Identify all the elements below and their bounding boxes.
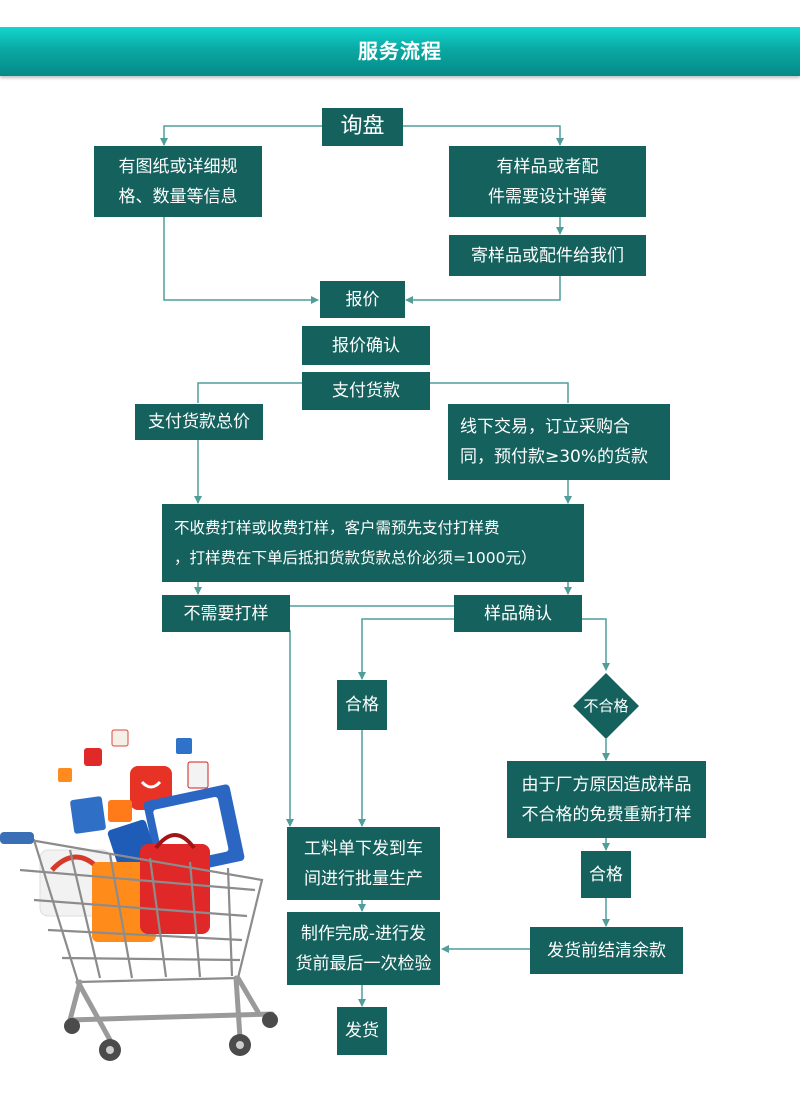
- line-pay-right: [430, 382, 569, 403]
- balance-label: 发货前结清余款: [547, 940, 666, 961]
- inspection-box: 制作完成-进行发 货前最后一次检验: [287, 912, 440, 985]
- line-drawing-quote: [163, 217, 319, 304]
- ship-label: 发货: [345, 1021, 379, 1041]
- sample-design-line-2: 件需要设计弹簧: [488, 186, 607, 207]
- quote-confirm-box: 报价确认: [302, 326, 430, 365]
- qualified-label: 合格: [345, 695, 379, 715]
- sample-confirm-label: 样品确认: [484, 603, 552, 624]
- line-confirm-qualified: [358, 618, 454, 680]
- unqualified-label: 不合格: [583, 697, 629, 715]
- drawing-info-line-2: 格、数量等信息: [118, 186, 238, 207]
- sample-fee-box: 不收费打样或收费打样，客户需预先支付打样费 ，打样费在下单后抵扣货款货款总价必须…: [162, 504, 584, 582]
- drawing-info-line-1: 有图纸或详细规: [118, 156, 238, 177]
- sample-design-box: 有样品或者配 件需要设计弹簧: [449, 146, 646, 217]
- production-line-1: 工料单下发到车: [304, 838, 423, 859]
- factory-reason-line-1: 由于厂方原因造成样品: [521, 774, 692, 795]
- quote-box: 报价: [320, 281, 405, 318]
- sample-fee-line-1: 不收费打样或收费打样，客户需预先支付打样费: [174, 519, 500, 537]
- factory-reason-box: 由于厂方原因造成样品 不合格的免费重新打样: [507, 761, 706, 838]
- offline-trade-line-2: 同，预付款≥30%的货款: [460, 447, 649, 467]
- send-samples-box: 寄样品或配件给我们: [449, 235, 646, 276]
- factory-reason-line-2: 不合格的免费重新打样: [521, 804, 692, 825]
- header-banner: 服务流程: [0, 27, 800, 76]
- pay-goods-label: 支付货款: [332, 381, 400, 401]
- page-title: 服务流程: [358, 39, 442, 63]
- unqualified-diamond: [573, 673, 639, 739]
- line-pay-left: [197, 382, 302, 403]
- line-inquiry-right: [403, 125, 564, 146]
- quote-confirm-label: 报价确认: [332, 335, 400, 356]
- quote-label: 报价: [345, 289, 380, 310]
- ship-box: 发货: [337, 1007, 387, 1055]
- pay-total-box: 支付货款总价: [135, 404, 263, 440]
- line-inquiry-left: [160, 125, 322, 146]
- pay-goods-box: 支付货款: [302, 372, 430, 410]
- sample-design-line-1: 有样品或者配: [496, 156, 599, 177]
- qualified2-box: 合格: [581, 851, 631, 898]
- sample-fee-line-2: ，打样费在下单后抵扣货款货款总价必须=1000元）: [174, 549, 537, 567]
- inspection-line-1: 制作完成-进行发: [300, 923, 427, 944]
- line-send-quote: [405, 276, 561, 304]
- balance-box: 发货前结清余款: [530, 927, 683, 974]
- production-box: 工料单下发到车 间进行批量生产: [287, 827, 440, 900]
- drawing-info-box: 有图纸或详细规 格、数量等信息: [94, 146, 262, 217]
- offline-trade-box: 线下交易，订立采购合 同，预付款≥30%的货款: [448, 404, 670, 480]
- no-sample-label: 不需要打样: [183, 603, 269, 624]
- sample-confirm-box: 样品确认: [454, 595, 582, 632]
- line-confirm-unqualified: [582, 618, 610, 671]
- shopping-cart-icon: [0, 729, 278, 1061]
- qualified2-label: 合格: [589, 864, 623, 885]
- inquiry-box: 询盘: [322, 108, 403, 146]
- inquiry-label: 询盘: [340, 114, 385, 139]
- production-line-2: 间进行批量生产: [304, 868, 423, 889]
- offline-trade-line-1: 线下交易，订立采购合: [460, 417, 630, 437]
- pay-total-label: 支付货款总价: [148, 412, 250, 432]
- send-samples-label: 寄样品或配件给我们: [471, 245, 624, 266]
- no-sample-box: 不需要打样: [162, 595, 290, 632]
- qualified-box: 合格: [337, 680, 387, 730]
- inspection-line-2: 货前最后一次检验: [295, 953, 432, 974]
